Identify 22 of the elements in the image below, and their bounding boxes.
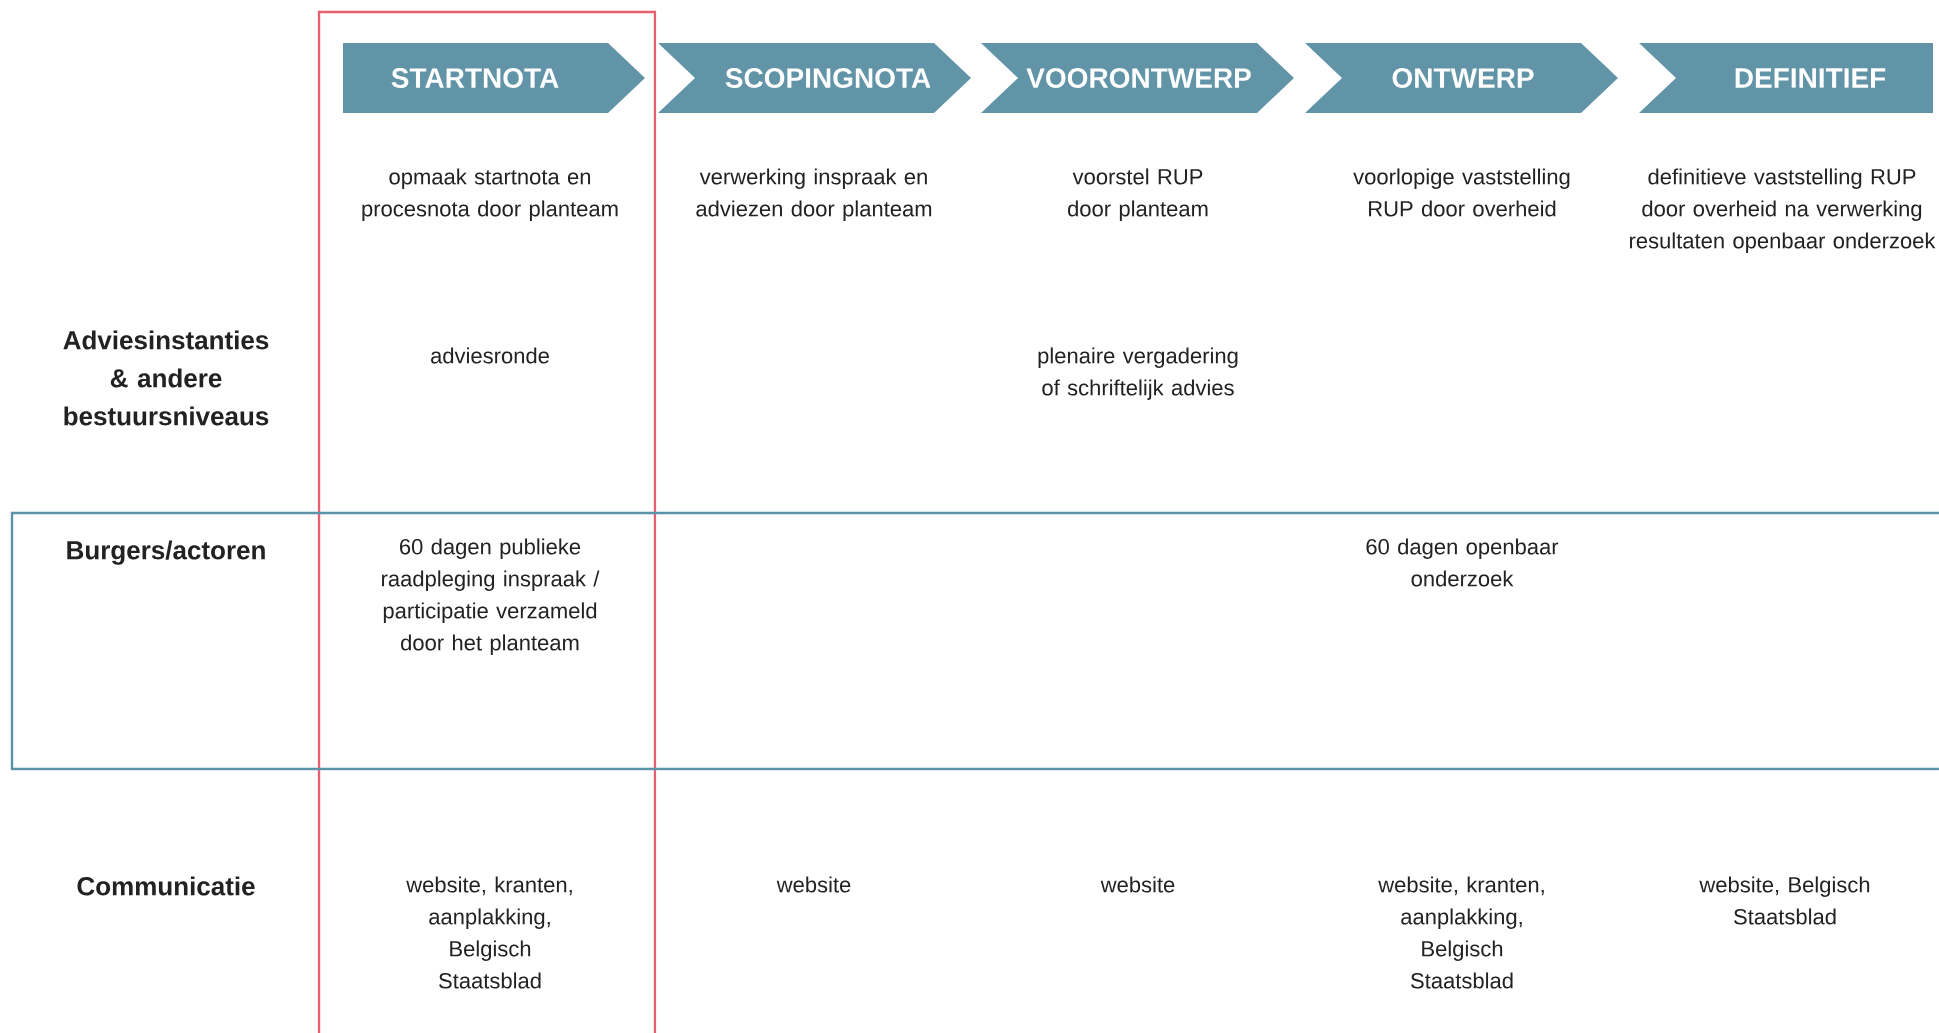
cell-text: definitieve vaststelling RUP door overheid na verwerking resultaten openbaar onderzoek xyxy=(1630,168,1936,253)
row-heading: Burgers/actoren xyxy=(67,540,265,565)
cell-text: adviesronde xyxy=(431,347,549,364)
cell-text: voorstel RUP door planteam xyxy=(1068,168,1208,221)
phase-banner: VOORONTWERP xyxy=(981,43,1294,113)
cell-text: website, kranten, aanplakking, Belgisch Staatsblad xyxy=(1378,876,1544,989)
row-heading: Adviesinstanties & andere bestuursniveaus xyxy=(63,330,269,426)
phase-banner: ONTWERP xyxy=(1305,43,1618,113)
cell-text: verwerking inspraak en adviezen door planteam xyxy=(696,168,932,221)
cell-text: 60 dagen publieke raadpleging inspraak / participatie verzameld door het planteam xyxy=(382,538,600,655)
phase-banner: DEFINITIEF xyxy=(1639,43,1933,113)
phase-banner: STARTNOTA xyxy=(343,43,645,113)
cell-text: website xyxy=(1100,876,1175,893)
phase-banner: SCOPINGNOTA xyxy=(658,43,971,113)
cell-text: website, kranten, aanplakking, Belgisch Staatsblad xyxy=(406,876,572,989)
cell-text: 60 dagen openbaar onderzoek xyxy=(1366,538,1559,587)
cell-text: website xyxy=(776,876,851,893)
cell-text: website, Belgisch Staatsblad xyxy=(1699,876,1870,925)
cell-text: opmaak startnota en procesnota door planteam xyxy=(362,168,618,221)
cell-text: plenaire vergadering of schriftelijk advies xyxy=(1038,347,1238,400)
row-heading: Communicatie xyxy=(77,876,255,896)
cell-text: voorlopige vaststelling RUP door overheid xyxy=(1353,168,1570,217)
